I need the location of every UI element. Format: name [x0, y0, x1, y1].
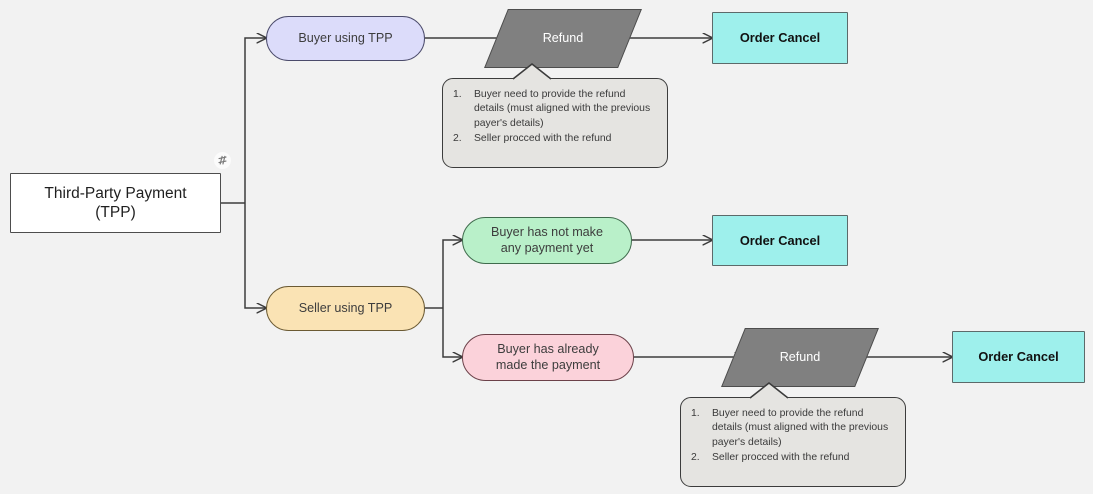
node-seller-using-tpp-label: Seller using TPP	[298, 300, 393, 315]
refund-note-top-list: 1. Buyer need to provide the refund deta…	[453, 88, 657, 146]
refund-note-top[interactable]: 1. Buyer need to provide the refund deta…	[442, 78, 668, 168]
node-refund-top-label: Refund	[542, 30, 584, 45]
refund-note-bottom-item-1-num: 1.	[691, 408, 700, 419]
refund-note-bottom-item-2-num: 2.	[691, 452, 700, 464]
node-buyer-using-tpp[interactable]: Buyer using TPP	[266, 16, 425, 61]
node-buyer-already-paid-line1: Buyer has already	[497, 341, 599, 356]
edge-root-to-seller	[244, 203, 266, 308]
refund-note-top-item-1-text: Buyer need to provide the refund details…	[474, 89, 651, 129]
refund-note-top-item-2-num: 2.	[453, 133, 462, 145]
edge-root-to-buyer	[244, 38, 266, 203]
refund-note-bottom-tail	[750, 382, 788, 399]
node-refund-bottom[interactable]: Refund	[721, 328, 879, 387]
node-order-cancel-1-label: Order Cancel	[739, 30, 821, 45]
node-refund-top[interactable]: Refund	[484, 9, 642, 68]
node-refund-bottom-label: Refund	[779, 349, 821, 364]
edge-seller-to-nopayment	[442, 240, 462, 308]
refund-note-bottom-item-2: 2. Seller procced with the refund	[691, 451, 895, 465]
refund-note-bottom-item-1: 1. Buyer need to provide the refund deta…	[691, 407, 895, 450]
node-third-party-payment[interactable]: Third-Party Payment (TPP)	[10, 173, 221, 233]
node-seller-using-tpp[interactable]: Seller using TPP	[266, 286, 425, 331]
node-order-cancel-1[interactable]: Order Cancel	[712, 12, 848, 64]
node-order-cancel-3-label: Order Cancel	[978, 349, 1059, 364]
refund-note-top-item-1: 1. Buyer need to provide the refund deta…	[453, 88, 657, 131]
node-buyer-no-payment-line2: any payment yet	[500, 240, 594, 255]
refund-note-bottom-list: 1. Buyer need to provide the refund deta…	[691, 407, 895, 465]
refund-note-bottom[interactable]: 1. Buyer need to provide the refund deta…	[680, 397, 906, 487]
node-root-label-line1: Third-Party Payment	[44, 184, 187, 202]
node-order-cancel-2[interactable]: Order Cancel	[712, 215, 848, 266]
refund-note-top-item-2: 2. Seller procced with the refund	[453, 132, 657, 146]
edge-seller-to-alreadypaid	[442, 308, 462, 357]
node-root-label-line2: (TPP)	[95, 204, 136, 221]
refund-note-bottom-item-2-text: Seller procced with the refund	[712, 452, 850, 464]
connector-handle-icon[interactable]	[214, 152, 231, 169]
refund-note-bottom-item-1-text: Buyer need to provide the refund details…	[712, 408, 889, 448]
node-buyer-no-payment[interactable]: Buyer has not make any payment yet	[462, 217, 632, 264]
refund-note-top-item-1-num: 1.	[453, 89, 462, 100]
node-buyer-already-paid[interactable]: Buyer has already made the payment	[462, 334, 634, 381]
node-order-cancel-2-label: Order Cancel	[739, 232, 821, 248]
refund-note-top-tail	[513, 63, 551, 80]
node-order-cancel-3[interactable]: Order Cancel	[952, 331, 1085, 383]
node-buyer-already-paid-line2: made the payment	[495, 357, 601, 372]
node-buyer-using-tpp-label: Buyer using TPP	[298, 30, 393, 45]
node-buyer-no-payment-line1: Buyer has not make	[490, 224, 603, 239]
refund-note-top-item-2-text: Seller procced with the refund	[474, 133, 612, 145]
